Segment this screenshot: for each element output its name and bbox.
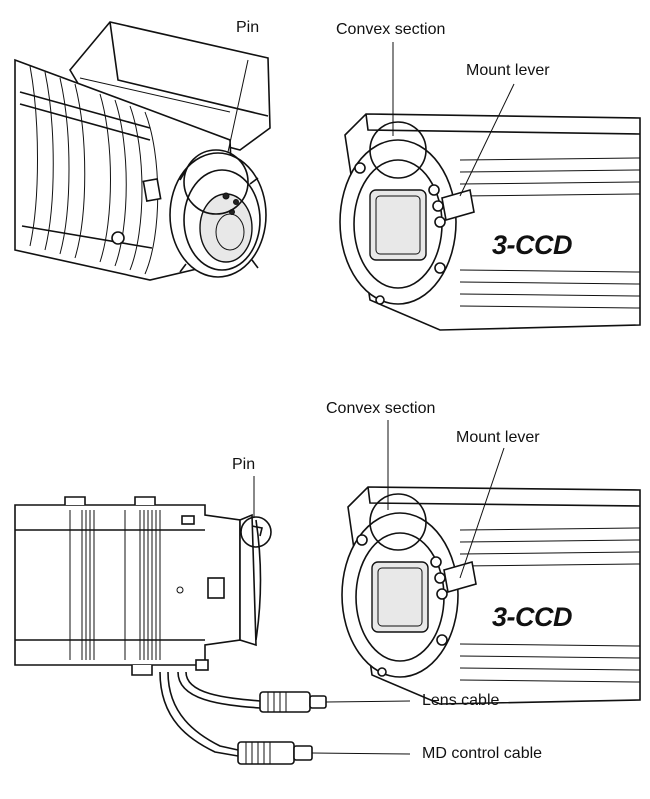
top-camera-illustration	[339, 113, 641, 331]
md-control-cable-connector	[237, 741, 313, 765]
mount-lever-label-bottom: Mount lever	[456, 429, 540, 446]
md-cable-leader	[311, 752, 411, 755]
bottom-lens-illustration	[14, 496, 272, 757]
pin-leader-top	[227, 59, 249, 153]
md-control-cable-label: MD control cable	[422, 745, 543, 762]
top-lens-illustration	[14, 21, 271, 281]
lens-cable-leader	[325, 700, 411, 703]
lens-cable-label: Lens cable	[422, 692, 500, 709]
mount-lever-label-top: Mount lever	[466, 62, 550, 79]
pin-label-top: Pin	[236, 19, 260, 36]
camera-brand-top: 3-CCD	[492, 230, 573, 260]
lens-cable-connector	[259, 691, 327, 713]
camera-brand-bottom: 3-CCD	[492, 602, 573, 632]
lever-leader-bottom	[459, 447, 505, 579]
bottom-camera-illustration	[341, 486, 641, 705]
convex-section-label-bottom: Convex section	[326, 400, 436, 417]
pin-label-bottom: Pin	[232, 456, 256, 473]
lever-leader-top	[459, 83, 515, 197]
convex-section-label-top: Convex section	[336, 21, 446, 38]
